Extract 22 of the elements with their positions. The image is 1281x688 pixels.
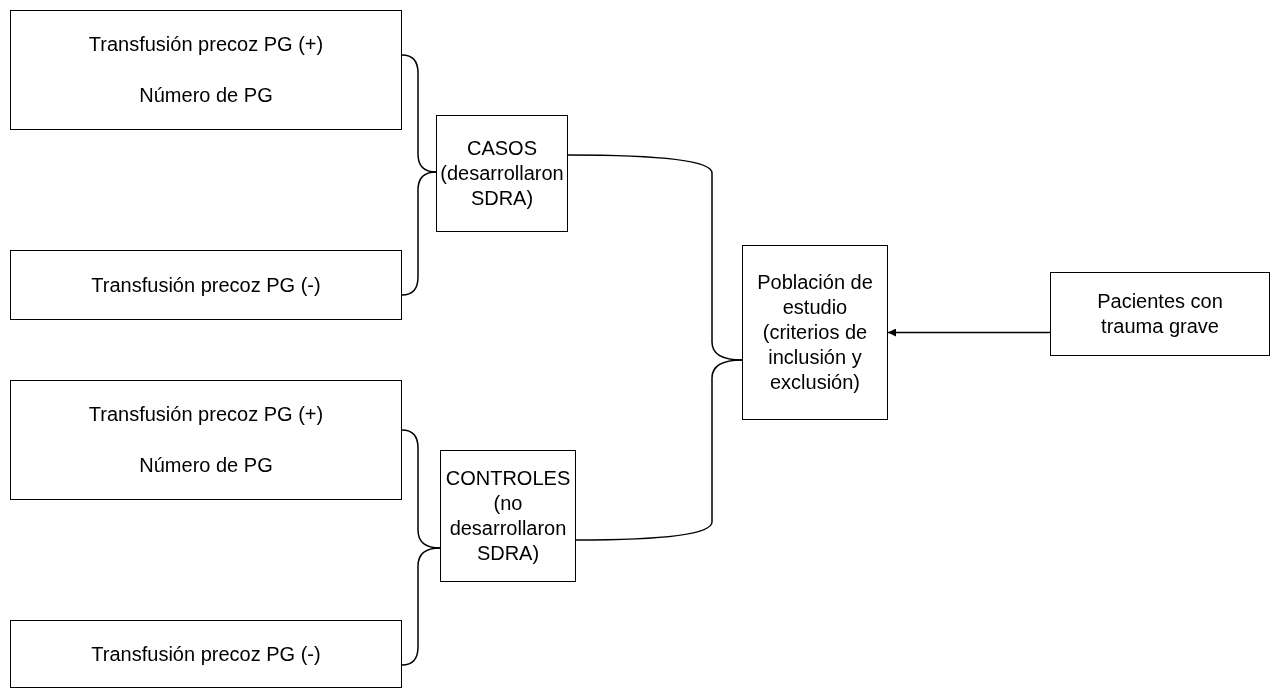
node-text: CASOS (desarrollaron SDRA): [440, 136, 564, 211]
node-text: Pacientes con trauma grave: [1096, 289, 1224, 339]
process-box: [1050, 272, 1270, 356]
node-text: CONTROLES (no desarrollaron SDRA): [445, 466, 571, 566]
connector-line: [401, 171, 437, 296]
node-text: Número de PG: [139, 453, 273, 478]
process-box: [10, 10, 402, 130]
node-text: Población de estudio (criterios de inclusión y exclusión): [756, 270, 874, 395]
process-box: [440, 450, 576, 582]
process-box: [10, 250, 402, 320]
process-box: [10, 380, 402, 500]
node-text: Número de PG: [139, 83, 273, 108]
connector-line: [575, 359, 743, 541]
process-box: [436, 115, 568, 232]
node-text: Transfusión precoz PG (+): [88, 402, 324, 427]
process-box: [10, 620, 402, 688]
process-box: [742, 245, 888, 420]
node-text: Transfusión precoz PG (-): [91, 272, 321, 298]
node-text: Transfusión precoz PG (-): [91, 641, 321, 667]
node-text: Transfusión precoz PG (+): [88, 32, 324, 57]
connector-line: [401, 547, 441, 666]
arrow: [887, 328, 1051, 337]
